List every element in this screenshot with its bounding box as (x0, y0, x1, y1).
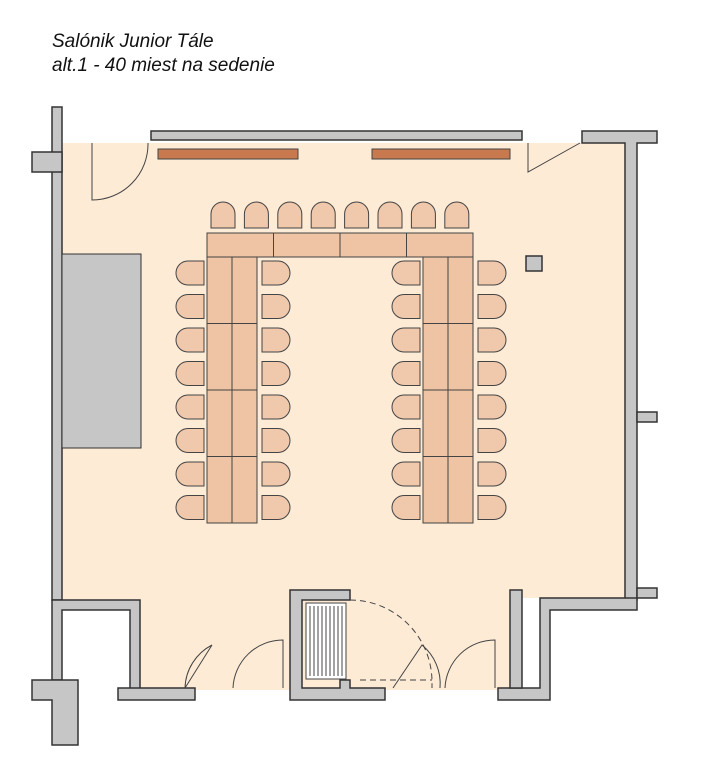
table-side (447, 389, 474, 457)
table-side (422, 456, 449, 524)
chair (175, 260, 205, 286)
chair (261, 294, 291, 319)
table-side (447, 256, 474, 324)
chair (391, 294, 421, 319)
chair (391, 495, 421, 520)
chairs (175, 201, 507, 520)
chair (261, 428, 291, 453)
chair (444, 201, 470, 229)
door-bottom-4 (444, 639, 496, 689)
chair (175, 394, 205, 420)
chair (261, 260, 291, 286)
stage-block (61, 253, 142, 449)
table-side (231, 389, 258, 457)
table-side (422, 389, 449, 457)
bottom-left-wall (51, 599, 141, 691)
chair (477, 294, 507, 319)
chair (477, 461, 507, 487)
window-panel-right (371, 148, 511, 160)
table-top (406, 232, 474, 258)
chair (310, 201, 336, 229)
chair (175, 428, 205, 453)
plan-title: Salónik Junior Tále alt.1 - 40 miest na … (52, 30, 275, 78)
door-top-right (527, 142, 581, 173)
door-bottom-3 (392, 644, 441, 689)
chair (175, 361, 205, 386)
chair (175, 461, 205, 487)
table-top (273, 232, 341, 258)
bottom-left-jamb (31, 679, 79, 746)
left-wall (51, 106, 63, 601)
table-side (206, 256, 233, 324)
bottom-right-jamb (509, 589, 523, 689)
door-bottom-2 (232, 639, 284, 689)
table-top (339, 232, 407, 258)
chair (377, 201, 403, 229)
chair (261, 461, 291, 487)
table-side (206, 456, 233, 524)
table-side (231, 256, 258, 324)
column (525, 255, 543, 272)
chair (391, 428, 421, 453)
chair (261, 495, 291, 520)
chair (210, 201, 236, 229)
chair (391, 327, 421, 353)
seating-variant: alt.1 - 40 miest na sedenie (52, 55, 275, 76)
chair (175, 294, 205, 319)
chair (391, 394, 421, 420)
chair (261, 361, 291, 386)
chair (243, 201, 269, 229)
chair (477, 428, 507, 453)
tables (206, 232, 474, 524)
chair (391, 260, 421, 286)
table-side (447, 456, 474, 524)
walls (31, 106, 658, 746)
chair (477, 394, 507, 420)
chair (175, 327, 205, 353)
bottom-right-wall (497, 587, 658, 701)
table-side (422, 323, 449, 391)
chair (261, 394, 291, 420)
table-side (206, 323, 233, 391)
left-wall-jamb (31, 151, 63, 173)
chair (477, 495, 507, 520)
chair (175, 495, 205, 520)
chair (277, 201, 303, 229)
chair (261, 327, 291, 353)
chair (391, 361, 421, 386)
chair (477, 260, 507, 286)
chair (344, 201, 370, 229)
bottom-left-stub (117, 687, 196, 701)
door-bottom-1 (184, 644, 213, 689)
chair (391, 461, 421, 487)
table-side (231, 456, 258, 524)
right-wall-bump (636, 411, 658, 423)
doors (91, 142, 581, 689)
chair (410, 201, 436, 229)
chair (477, 327, 507, 353)
table-top (206, 232, 274, 258)
top-wall-window (150, 130, 523, 141)
door-top-left (91, 142, 149, 201)
room-name: Salónik Junior Tále (52, 31, 214, 52)
table-side (422, 256, 449, 324)
table-side (206, 389, 233, 457)
stair-treads (309, 606, 343, 676)
chair (477, 361, 507, 386)
window-panel-left (157, 148, 299, 160)
table-side (447, 323, 474, 391)
table-side (231, 323, 258, 391)
